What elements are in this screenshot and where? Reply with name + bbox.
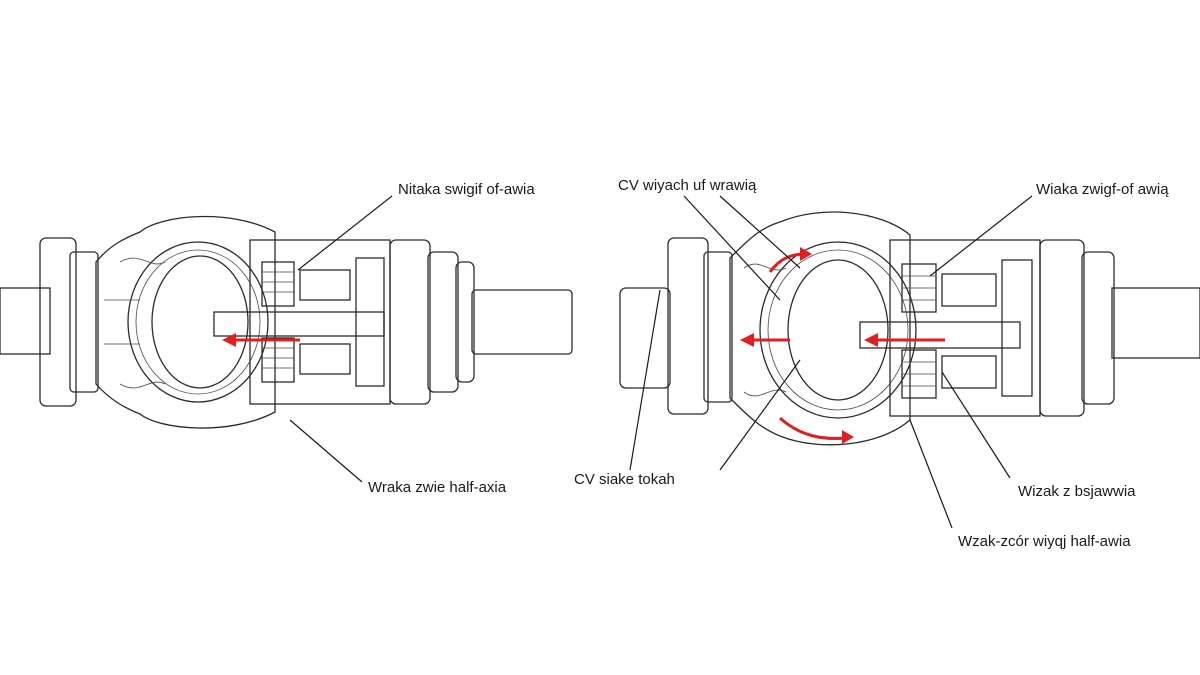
right-output-flange: [1039, 239, 1085, 417]
left-output-shaft: [471, 289, 573, 355]
left-inner-cage: [127, 241, 269, 403]
right-inner-cage: [759, 241, 917, 419]
label-right-top-left: CV wiyach uf wrawią: [618, 177, 757, 194]
right-force-arrow-right: [864, 333, 945, 347]
label-right-bottom-right: Wzak-zcór wiyqj half-awia: [958, 533, 1131, 550]
left-outer-flange: [39, 237, 77, 407]
right-cv-joint: [619, 211, 1200, 446]
right-rotation-arrow-top: [768, 247, 812, 273]
right-bearing-block: [889, 239, 1041, 417]
left-bearing-block: [249, 239, 391, 405]
label-left-bottom: Wraka zwie half-axia: [368, 479, 507, 496]
right-ball-race: [787, 259, 889, 401]
right-inner-shaft: [859, 321, 1021, 349]
right-joint-housing: [729, 211, 911, 446]
left-joint-housing: [95, 215, 276, 429]
left-ball-race: [151, 255, 249, 389]
right-force-arrow-left: [740, 333, 790, 347]
right-outer-flange: [667, 237, 709, 415]
label-right-bottom-mid: Wizak z bsjawwia: [1018, 483, 1136, 500]
label-right-bottom-left: CV siake tokah: [574, 471, 675, 488]
right-rotation-arrow-bottom: [778, 416, 854, 444]
left-cv-joint: [0, 215, 573, 429]
leader-lines: [289, 195, 1033, 529]
right-output-shaft: [1111, 287, 1200, 359]
left-inner-shaft: [213, 311, 385, 337]
left-force-arrow: [222, 333, 300, 347]
right-input-shaft: [619, 287, 671, 389]
label-right-top-right: Wiaka zwigf-of awią: [1036, 181, 1169, 198]
label-left-top: Nitaka swigif of-awia: [398, 181, 535, 198]
left-output-flange: [389, 239, 431, 405]
left-input-shaft: [0, 287, 51, 355]
